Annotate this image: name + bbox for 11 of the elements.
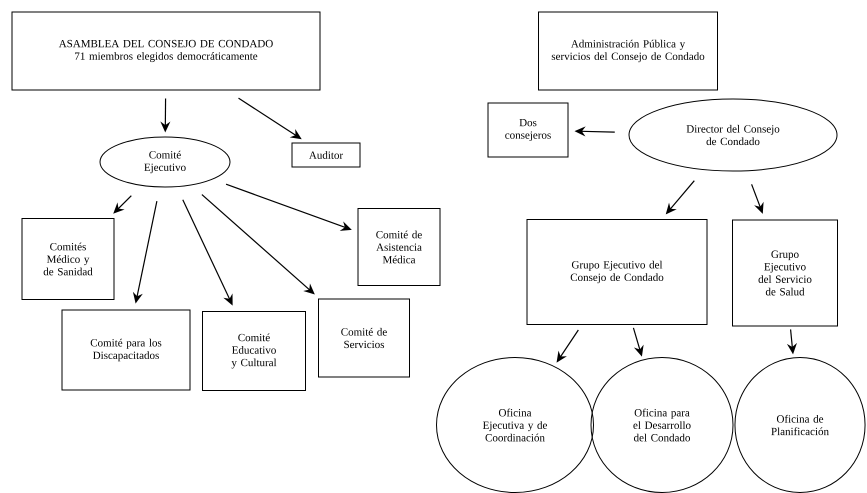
org-box: Comités Médico y de Sanidad [22, 218, 114, 300]
org-box: Comité de Asistencia Médica [358, 208, 440, 286]
org-box: Administración Pública y servicios del Consejo de Condado [538, 12, 718, 90]
org-box: Grupo Ejecutivo del Servicio de Salud [732, 220, 838, 326]
org-box: Comité para los Discapacitados [62, 310, 190, 390]
org-box: Comité Educativo y Cultural [202, 311, 306, 391]
org-box: Grupo Ejecutivo del Consejo de Condado [526, 219, 708, 325]
org-box: Auditor [292, 142, 360, 168]
org-box: Dos consejeros [488, 102, 568, 158]
org-box: ASAMBLEA DEL CONSEJO DE CONDADO 71 miembros elegidos democráticamente [12, 12, 320, 90]
org-box: Comité de Servicios [318, 298, 410, 378]
